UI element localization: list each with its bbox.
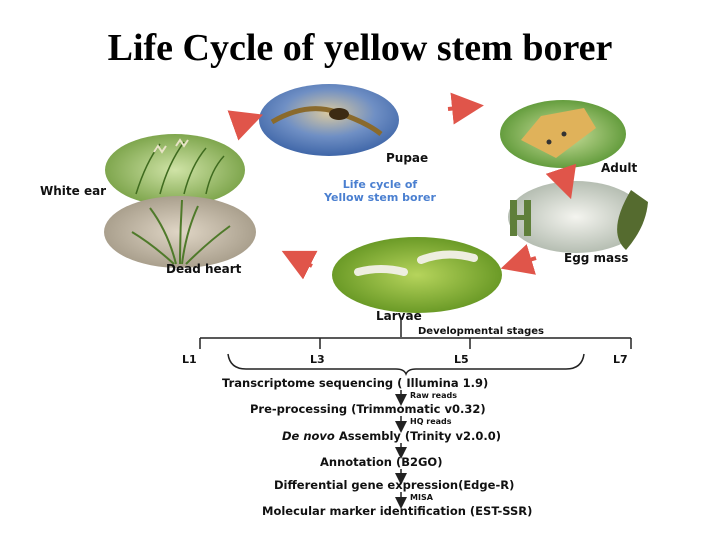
pipeline-step-preprocessing: Pre-processing (Trimmomatic v0.32)	[250, 402, 486, 416]
dead-heart-photo	[104, 196, 256, 268]
pipeline-step-marker: Molecular marker identification (EST-SSR…	[262, 504, 532, 518]
connector-hq-reads: HQ reads	[410, 417, 452, 426]
arrow-larvae-to-dead-heart	[296, 258, 312, 266]
connector-misa: MISA	[410, 493, 434, 502]
dead-heart-label: Dead heart	[166, 262, 242, 276]
white-ear-photo	[105, 134, 245, 206]
white-ear-label: White ear	[40, 184, 106, 198]
cycle-center-line1: Life cycle of	[343, 178, 418, 191]
page-title: Life Cycle of yellow stem borer	[0, 26, 720, 70]
stage-l3: L3	[310, 353, 325, 366]
arrow-egg-to-larvae	[516, 258, 536, 264]
pipeline-step-differential: Differential gene expression(Edge-R)	[274, 478, 514, 492]
stage-l7: L7	[613, 353, 628, 366]
pupae-photo	[259, 84, 399, 156]
larvae-label: Larvae	[376, 309, 422, 323]
assembly-prefix: De novo	[282, 429, 335, 443]
egg-mass-photo	[508, 181, 648, 253]
arrow-pupae-to-adult	[448, 107, 468, 109]
egg-mass-label: Egg mass	[564, 251, 628, 265]
larvae-photo	[332, 237, 502, 313]
stages-bracket	[228, 354, 584, 374]
life-cycle-diagram: Pupae Adult Egg mass Larvae White ear De…	[36, 82, 686, 522]
pipeline-step-sequencing: Transcriptome sequencing ( Illumina 1.9)	[222, 376, 488, 390]
connector-raw-reads: Raw reads	[410, 391, 457, 400]
cycle-center-line2: Yellow stem borer	[323, 191, 436, 204]
assembly-text: Assembly (Trinity v2.0.0)	[335, 429, 501, 443]
adult-photo	[500, 100, 626, 168]
stage-l1: L1	[182, 353, 197, 366]
life-cycle-figure: Pupae Adult Egg mass Larvae White ear De…	[36, 82, 686, 522]
stage-l5: L5	[454, 353, 469, 366]
pupae-label: Pupae	[386, 151, 428, 165]
pipeline-step-assembly: De novo Assembly (Trinity v2.0.0)	[282, 429, 501, 443]
pipeline-step-annotation: Annotation (B2GO)	[320, 455, 442, 469]
adult-label: Adult	[601, 161, 638, 175]
developmental-stages-label: Developmental stages	[418, 326, 544, 337]
arrow-white-ear-to-pupae	[234, 120, 248, 125]
